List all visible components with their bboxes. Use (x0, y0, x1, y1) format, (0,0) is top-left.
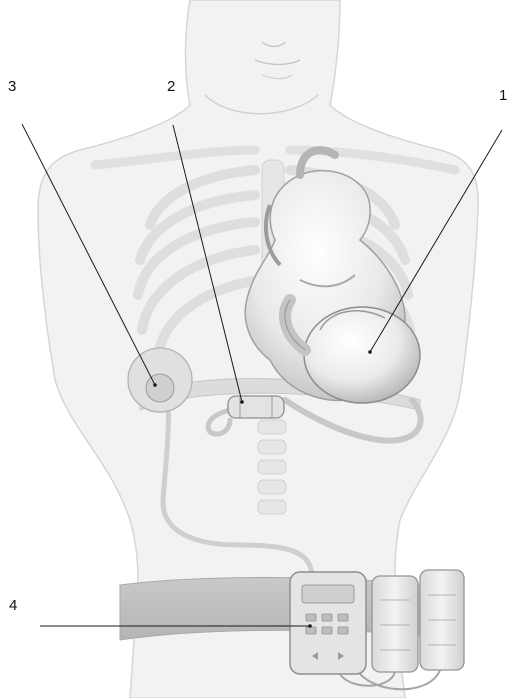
callout-label-4: 4 (9, 598, 17, 613)
driveline-connector (228, 396, 284, 418)
callout-label-2: 2 (167, 79, 175, 94)
external-controller (290, 572, 366, 674)
callout-label-3: 3 (8, 79, 16, 94)
skin-port (128, 348, 192, 412)
callout-label-1: 1 (499, 88, 507, 103)
